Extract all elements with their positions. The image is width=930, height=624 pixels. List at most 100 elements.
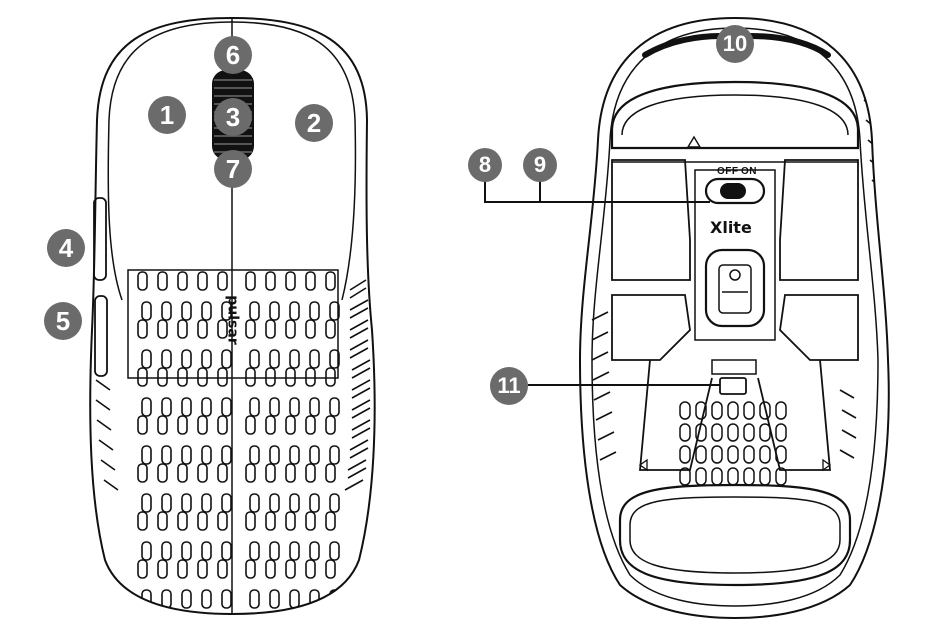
shell-hole <box>197 319 208 339</box>
base-hole <box>711 467 723 486</box>
shell-hole <box>137 367 148 387</box>
shell-hole <box>245 559 256 579</box>
bottom-view-outline <box>578 16 890 620</box>
shell-hole <box>245 367 256 387</box>
brand-logo-text: pulsar <box>224 295 241 345</box>
shell-hole <box>309 301 320 321</box>
shell-hole <box>177 415 188 435</box>
shell-hole <box>325 415 336 435</box>
callout-6: 6 <box>214 36 252 74</box>
base-hole <box>759 445 771 464</box>
shell-hole <box>289 589 300 609</box>
shell-hole <box>201 589 212 609</box>
shell-hole <box>269 445 280 465</box>
shell-hole <box>217 319 228 339</box>
shell-hole <box>269 301 280 321</box>
base-hole <box>679 401 691 420</box>
shell-hole <box>181 493 192 513</box>
shell-hole <box>217 415 228 435</box>
shell-hole <box>137 511 148 531</box>
base-hole <box>679 445 691 464</box>
shell-hole <box>221 301 232 321</box>
shell-hole <box>265 511 276 531</box>
shell-hole <box>201 541 212 561</box>
shell-hole <box>325 271 336 291</box>
shell-hole <box>285 415 296 435</box>
shell-hole <box>157 463 168 483</box>
base-hole <box>727 401 739 420</box>
shell-hole <box>141 301 152 321</box>
shell-hole <box>157 319 168 339</box>
top-shell-holes <box>95 269 371 609</box>
shell-hole <box>245 319 256 339</box>
shell-hole <box>197 463 208 483</box>
shell-hole <box>305 559 316 579</box>
shell-hole <box>221 493 232 513</box>
shell-hole <box>325 463 336 483</box>
shell-hole <box>197 559 208 579</box>
shell-hole <box>305 511 316 531</box>
shell-hole <box>249 349 260 369</box>
shell-hole <box>285 559 296 579</box>
shell-hole <box>161 349 172 369</box>
shell-hole <box>217 559 228 579</box>
shell-hole <box>329 445 340 465</box>
shell-hole <box>249 445 260 465</box>
shell-hole <box>141 397 152 417</box>
shell-hole <box>217 511 228 531</box>
switch-off-label: OFF <box>717 166 739 177</box>
shell-hole <box>305 415 316 435</box>
bottom-view <box>578 16 890 620</box>
base-hole <box>711 423 723 442</box>
callout-leaders <box>484 180 720 386</box>
shell-hole <box>157 415 168 435</box>
shell-hole <box>305 463 316 483</box>
callout-3: 3 <box>214 98 252 136</box>
base-hole <box>775 423 787 442</box>
shell-hole <box>137 559 148 579</box>
shell-hole <box>141 493 152 513</box>
callout-8: 8 <box>468 148 502 182</box>
shell-hole <box>177 367 188 387</box>
shell-hole <box>249 541 260 561</box>
shell-hole <box>285 367 296 387</box>
shell-hole <box>329 541 340 561</box>
shell-hole <box>217 271 228 291</box>
shell-hole <box>265 271 276 291</box>
callout-10: 10 <box>716 25 754 63</box>
sensor-window <box>704 248 766 328</box>
shell-hole <box>221 541 232 561</box>
base-hole <box>743 445 755 464</box>
base-hole <box>695 401 707 420</box>
shell-hole <box>141 541 152 561</box>
shell-hole <box>249 589 260 609</box>
shell-hole <box>137 463 148 483</box>
shell-hole <box>161 397 172 417</box>
shell-hole <box>137 415 148 435</box>
shell-hole <box>177 271 188 291</box>
shell-hole <box>329 349 340 369</box>
base-hole <box>711 445 723 464</box>
shell-hole <box>269 589 280 609</box>
base-hole <box>775 445 787 464</box>
base-hole <box>679 467 691 486</box>
shell-hole <box>177 319 188 339</box>
shell-hole <box>137 319 148 339</box>
shell-hole <box>249 397 260 417</box>
shell-hole <box>181 301 192 321</box>
model-name-label: Xlite <box>710 218 752 237</box>
shell-hole <box>269 397 280 417</box>
base-hole <box>775 467 787 486</box>
shell-hole <box>141 445 152 465</box>
base-hole <box>695 467 707 486</box>
callout-11: 11 <box>490 367 528 405</box>
shell-hole <box>285 463 296 483</box>
shell-hole <box>329 397 340 417</box>
shell-hole <box>265 319 276 339</box>
shell-hole <box>221 445 232 465</box>
shell-hole <box>309 397 320 417</box>
base-hole <box>727 467 739 486</box>
callout-2: 2 <box>295 104 333 142</box>
shell-hole <box>269 541 280 561</box>
